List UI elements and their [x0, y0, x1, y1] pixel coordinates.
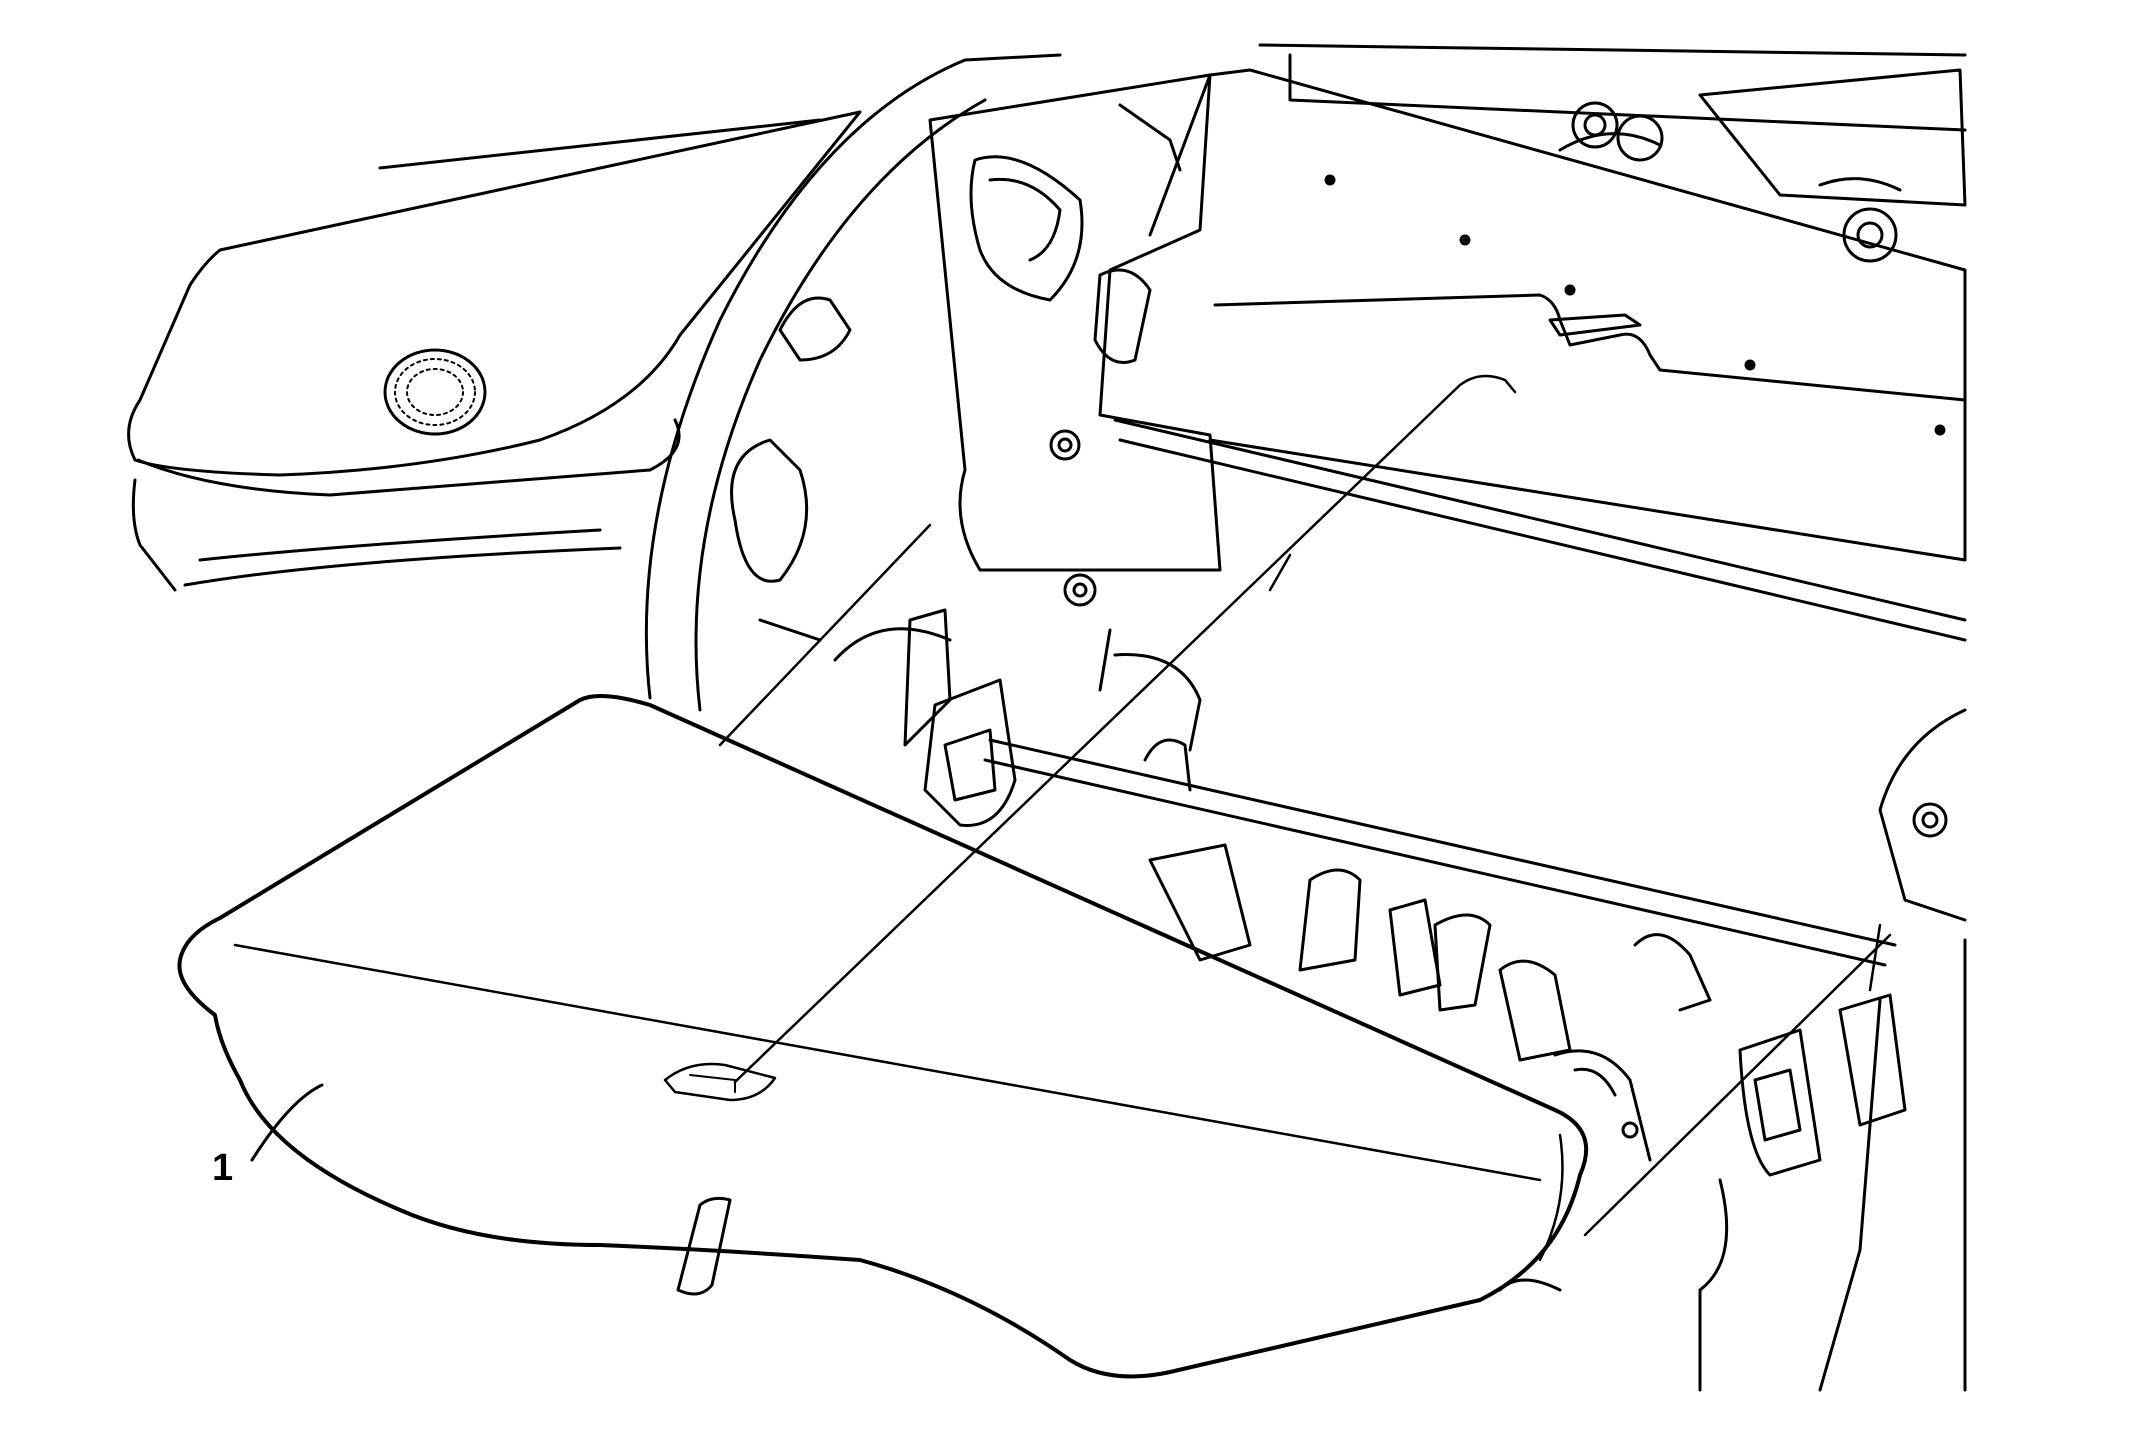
speaker-grille-icon — [383, 348, 487, 436]
rear-seat-cushion — [177, 694, 1589, 1379]
leader-lines — [718, 374, 1892, 1237]
rear-bulkhead-panel — [1113, 43, 1967, 642]
callout-leader-line — [250, 1083, 324, 1162]
seat-cushion-retainer-loop — [1553, 1049, 1652, 1162]
callout-label: 1 — [212, 1147, 233, 1189]
left-seat-latch — [903, 608, 1017, 827]
center-seat-latch-hooks — [1143, 738, 1712, 1062]
right-seat-latch — [1738, 993, 1907, 1177]
center-bulkhead — [928, 73, 1222, 607]
quarter-trim-panel — [127, 110, 862, 592]
seat-belt-buckle-strap — [676, 1196, 732, 1296]
body-side-panel — [644, 53, 1062, 712]
seat-mounting-rail — [983, 628, 1897, 967]
